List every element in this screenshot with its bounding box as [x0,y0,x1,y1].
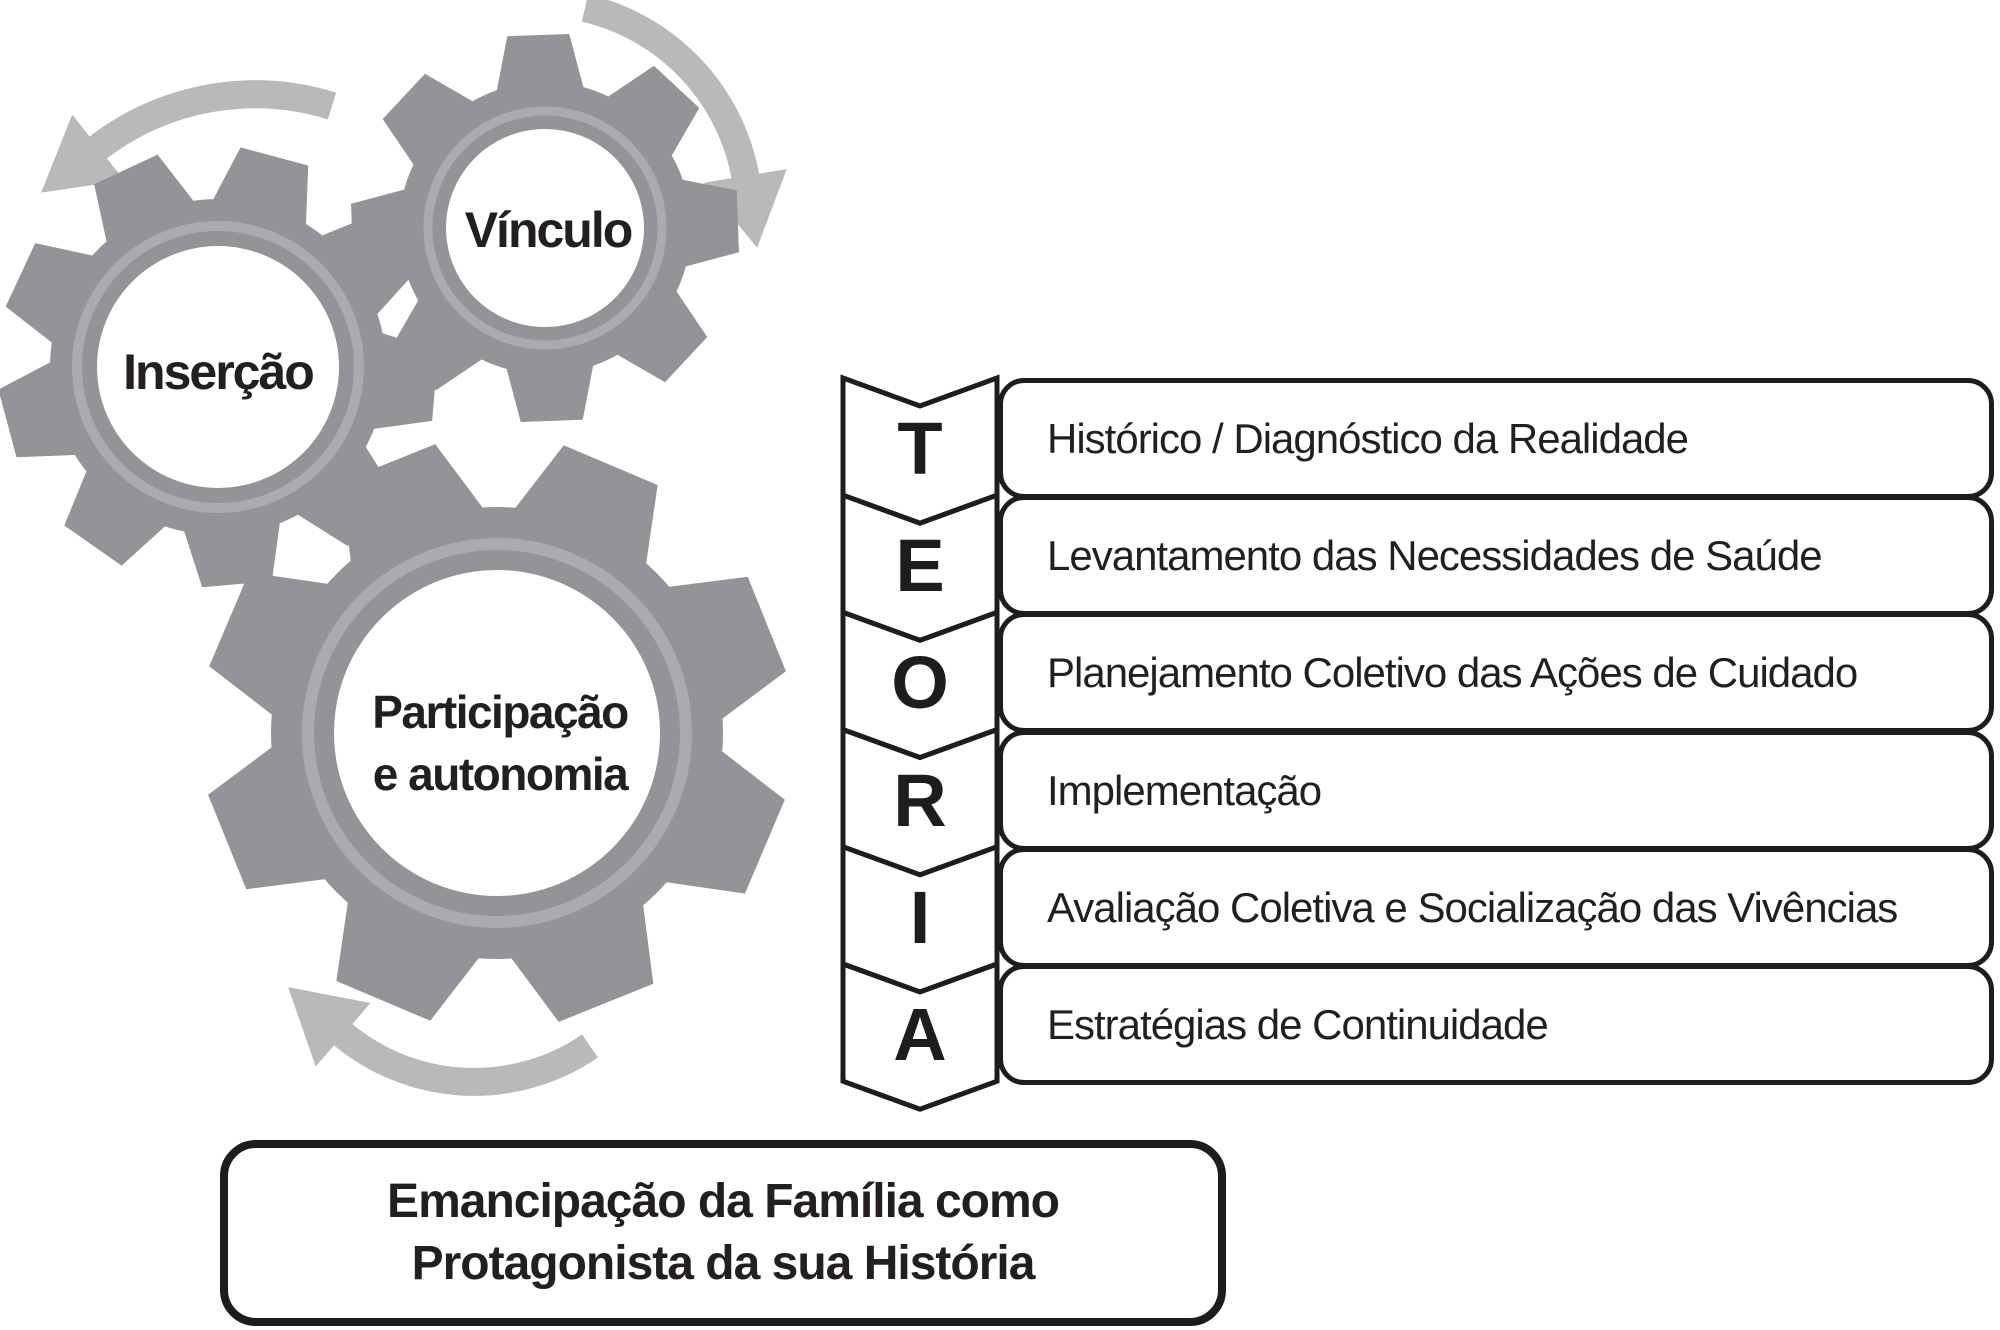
outcome-box: Emancipação da Família como Protagonista… [220,1140,1226,1326]
step-row-4: Implementação [998,730,1994,851]
gear-vinculo-label: Vínculo [465,202,632,258]
rotation-arrow-vinculo-icon [581,0,787,248]
ribbon-letter-i: I [910,876,931,959]
step-row-6: Estratégias de Continuidade [998,964,1994,1085]
gear-participacao-icon: Participação e autonomia [199,435,795,1031]
gear-insercao-icon: Inserção [0,143,440,589]
gear-participacao-label-line1: Participação [372,686,628,738]
ribbon-letter-a: A [893,993,946,1076]
step-label-5: Avaliação Coletiva e Socialização das Vi… [1047,883,1898,931]
gear-vinculo-icon: Vínculo [350,33,740,423]
step-label-1: Histórico / Diagnóstico da Realidade [1047,414,1689,462]
step-label-6: Estratégias de Continuidade [1047,1000,1549,1048]
gear-participacao-label-line2: e autonomia [373,748,629,800]
step-label-4: Implementação [1047,766,1322,814]
step-row-2: Levantamento das Necessidades de Saúde [998,495,1994,616]
step-label-2: Levantamento das Necessidades de Saúde [1047,531,1823,579]
step-label-3: Planejamento Coletivo das Ações de Cuida… [1047,648,1858,696]
step-row-1: Histórico / Diagnóstico da Realidade [998,378,1994,499]
outcome-line-2: Protagonista da sua História [411,1237,1036,1290]
rotation-arrow-participacao-icon [288,987,598,1096]
ribbon-segment-6 [840,960,1000,1112]
step-row-3: Planejamento Coletivo das Ações de Cuida… [998,612,1994,733]
gear-insercao-label: Inserção [123,344,313,400]
rotation-arrow-insercao-icon [41,80,337,193]
ribbon-letter-t: T [897,407,942,490]
teoria-ribbon: T E O R I A [840,374,1000,1112]
outcome-line-1: Emancipação da Família como [387,1175,1060,1228]
step-row-5: Avaliação Coletiva e Socialização das Vi… [998,847,1994,968]
ribbon-letter-e: E [895,524,944,607]
ribbon-letter-r: R [893,759,946,842]
gears-graphic: Inserção Vínculo [0,0,795,1096]
ribbon-letter-o: O [891,641,949,724]
